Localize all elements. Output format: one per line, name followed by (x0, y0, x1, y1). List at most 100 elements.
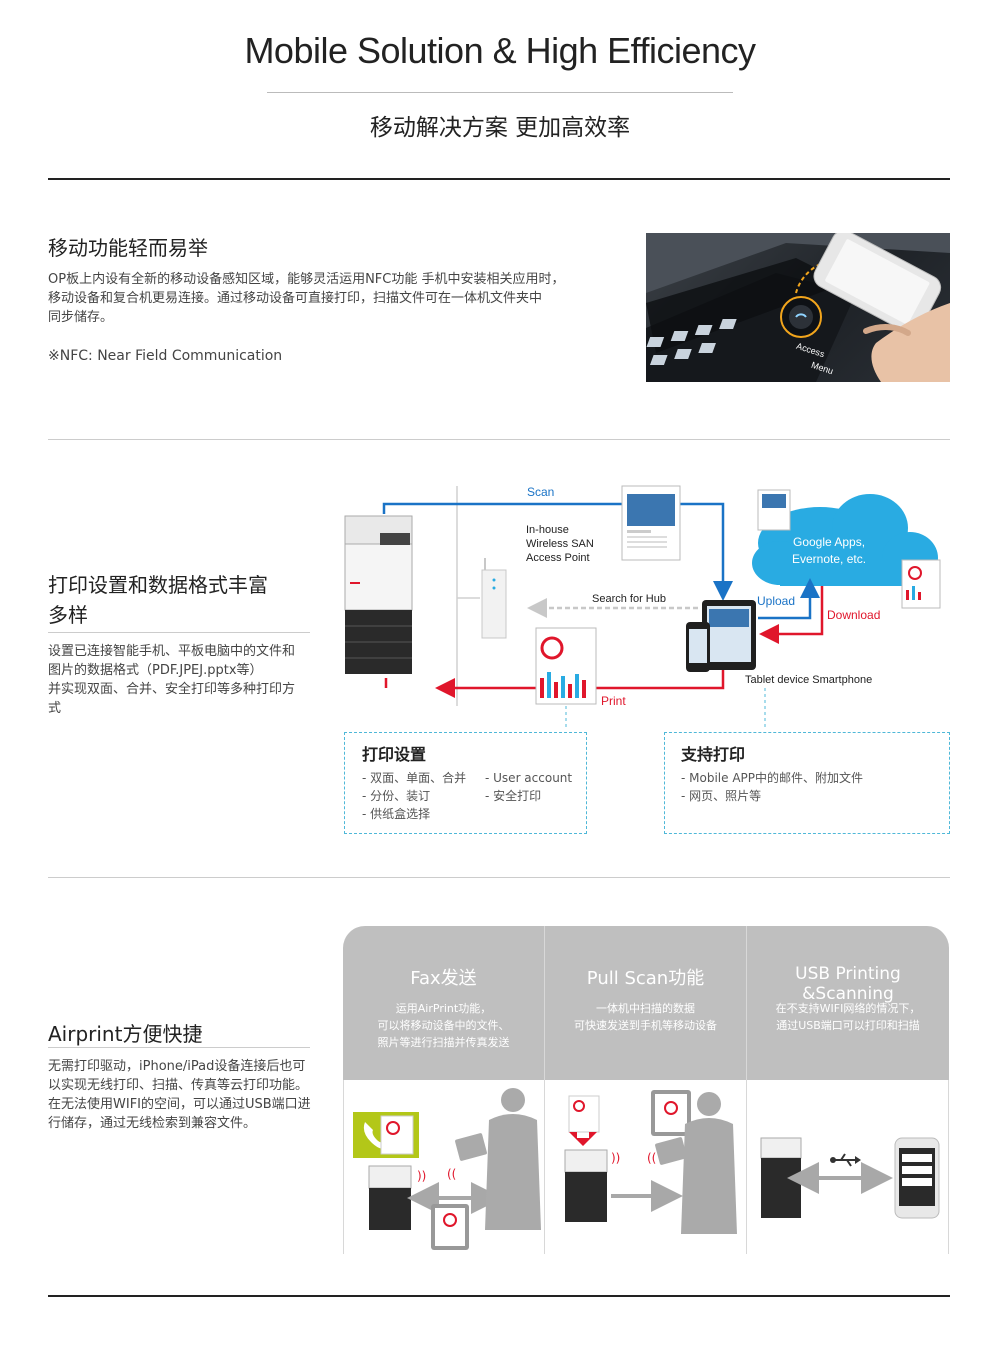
mobile-print-diagram: Scan In-house Wireless SAN Access Point … (340, 478, 950, 732)
fax-illustration: )) (( (353, 1088, 541, 1250)
nfc-note: ※NFC: Near Field Communication (48, 348, 283, 364)
section1-heading: 移动功能轻而易举 (48, 236, 208, 260)
usb-illustration (760, 1137, 940, 1219)
print-label: Print (601, 694, 626, 708)
pull-scan-illustration: )) (( (564, 1090, 737, 1234)
heading-line: 打印设置和数据格式丰富 (48, 573, 268, 597)
column-divider (746, 926, 747, 1254)
section2-paragraph: 设置已连接智能手机、平板电脑中的文件和 图片的数据格式（PDF.JPEJ.ppt… (48, 642, 318, 718)
support-print-title: 支持打印 (681, 745, 746, 764)
usb-column-header: USB Printing &Scanning 在不支持WIFI网络的情况下， 通… (747, 926, 949, 1080)
label-line: Wireless SAN (526, 538, 594, 550)
svg-text:((: (( (647, 1151, 656, 1165)
download-label: Download (827, 608, 881, 622)
paragraph-line: 式 (48, 701, 62, 716)
smartphone-icon (686, 622, 710, 672)
fax-description: 运用AirPrint功能， 可以将移动设备中的文件、 照片等进行扫描并传真发送 (343, 1000, 544, 1051)
section-divider (48, 877, 950, 878)
list-item: - 分份、装订 (362, 789, 431, 803)
label-line: Google Apps, (792, 535, 866, 549)
section-divider (48, 178, 950, 180)
panel-border (948, 1080, 949, 1254)
list-item: - 网页、照片等 (681, 789, 762, 803)
label-line: Access Point (526, 552, 590, 564)
pull-scan-description: 一体机中扫描的数据 可快速发送到手机等移动设备 (545, 1000, 746, 1034)
nfc-photo-illustration (646, 233, 950, 382)
page-title: Mobile Solution & High Efficiency (244, 30, 756, 71)
list-item: - 供纸盒选择 (362, 807, 431, 821)
section3-paragraph: 无需打印驱动，iPhone/iPad设备连接后也可 以实现无线打印、扫描、传真等… (48, 1057, 323, 1133)
airprint-illustrations: )) (( )) (( (353, 1088, 940, 1250)
page-subtitle: 移动解决方案 更加高效率 (369, 115, 631, 141)
fax-title: Fax发送 (410, 968, 477, 989)
desc-line: 通过USB端口可以打印和扫描 (776, 1019, 920, 1032)
pull-scan-title: Pull Scan功能 (586, 968, 705, 989)
heading-underline (48, 1047, 310, 1048)
print-settings-list: - 双面、单面、合并 - 分份、装订 - 供纸盒选择 (362, 769, 466, 823)
scanned-document-icon (621, 485, 681, 561)
section1-paragraph: OP板上内设有全新的移动设备感知区域，能够灵活运用NFC功能 手机中安装相关应用… (48, 270, 608, 327)
paragraph-line: 图片的数据格式（PDF.JPEJ.pptx等） (48, 663, 263, 678)
printer-icon (760, 1137, 802, 1159)
print-settings-box: 打印设置 - 双面、单面、合并 - 分份、装订 - 供纸盒选择 - User a… (344, 732, 587, 834)
svg-text:((: (( (447, 1167, 456, 1181)
heading-underline (48, 632, 310, 633)
paragraph-line: 移动设备和复合机更易连接。通过移动设备可直接打印，扫描文件可在一体机文件夹中 (48, 291, 543, 306)
list-item: - 安全打印 (485, 789, 542, 803)
svg-text:)): )) (417, 1169, 426, 1183)
airprint-panel: Fax发送 运用AirPrint功能， 可以将移动设备中的文件、 照片等进行扫描… (343, 926, 949, 1254)
paragraph-line: 设置已连接智能手机、平板电脑中的文件和 (48, 644, 296, 659)
desc-line: 运用AirPrint功能， (395, 1002, 492, 1015)
column-divider (544, 926, 545, 1254)
cloud-icon (752, 494, 938, 586)
print-document-icon (535, 627, 597, 705)
scan-label: Scan (527, 485, 555, 499)
paragraph-line: 在无法使用WIFI的空间，可以通过USB端口进 (48, 1097, 311, 1112)
desc-line: 照片等进行扫描并传真发送 (377, 1036, 510, 1049)
list-item: - 双面、单面、合并 (362, 771, 467, 785)
list-item: - User account (485, 771, 573, 785)
desc-line: 可快速发送到手机等移动设备 (574, 1019, 717, 1032)
printer-icon (564, 1149, 608, 1173)
panel-border (343, 1080, 344, 1254)
desc-line: 可以将移动设备中的文件、 (377, 1019, 510, 1032)
section2-heading: 打印设置和数据格式丰富 多样 (48, 570, 268, 630)
desc-line: 在不支持WIFI网络的情况下， (775, 1002, 921, 1015)
access-point-label: In-house Wireless SAN Access Point (526, 523, 594, 565)
fax-column-header: Fax发送 运用AirPrint功能， 可以将移动设备中的文件、 照片等进行扫描… (343, 926, 544, 1080)
upload-label: Upload (757, 594, 796, 608)
nfc-photo: Access Menu (646, 233, 950, 382)
search-for-hub-label: Search for Hub (592, 593, 666, 605)
label-line: In-house (526, 524, 569, 536)
usb-title: USB Printing &Scanning (795, 964, 901, 1004)
desc-line: 一体机中扫描的数据 (596, 1002, 695, 1015)
heading-line: 多样 (48, 603, 88, 627)
print-settings-title: 打印设置 (362, 745, 427, 764)
support-print-box: 支持打印 - Mobile APP中的邮件、附加文件 - 网页、照片等 (664, 732, 950, 834)
tablet-icon (702, 600, 756, 670)
section-divider (48, 439, 950, 440)
print-settings-list: - User account - 安全打印 (485, 769, 572, 805)
usb-icon (830, 1153, 861, 1167)
usb-description: 在不支持WIFI网络的情况下， 通过USB端口可以打印和扫描 (747, 1000, 949, 1034)
paragraph-line: 并实现双面、合并、安全打印等多种打印方 (48, 682, 296, 697)
cloud-label: Google Apps, Evernote, etc. (792, 534, 866, 568)
paragraph-line: OP板上内设有全新的移动设备感知区域，能够灵活运用NFC功能 手机中安装相关应用… (48, 272, 565, 287)
printer-icon (368, 1165, 412, 1189)
label-line: Evernote, etc. (792, 552, 867, 566)
footer-divider (48, 1295, 950, 1297)
paragraph-line: 同步储存。 (48, 310, 114, 325)
paragraph-line: 以实现无线打印、扫描、传真等云打印功能。 (48, 1078, 309, 1093)
svg-text:)): )) (611, 1151, 620, 1165)
pull-scan-column-header: Pull Scan功能 一体机中扫描的数据 可快速发送到手机等移动设备 (545, 926, 746, 1080)
access-point-icon (481, 558, 507, 639)
list-item: - Mobile APP中的邮件、附加文件 (681, 771, 864, 785)
paragraph-line: 无需打印驱动，iPhone/iPad设备连接后也可 (48, 1059, 306, 1074)
title-divider (267, 92, 733, 93)
support-print-list: - Mobile APP中的邮件、附加文件 - 网页、照片等 (681, 769, 863, 805)
businessman-icon (655, 1092, 737, 1234)
device-label: Tablet device Smartphone (745, 674, 873, 686)
diagram-graphics (344, 485, 941, 732)
printer-icon (344, 515, 413, 674)
paragraph-line: 行储存，通过无线检索到兼容文件。 (48, 1116, 257, 1131)
